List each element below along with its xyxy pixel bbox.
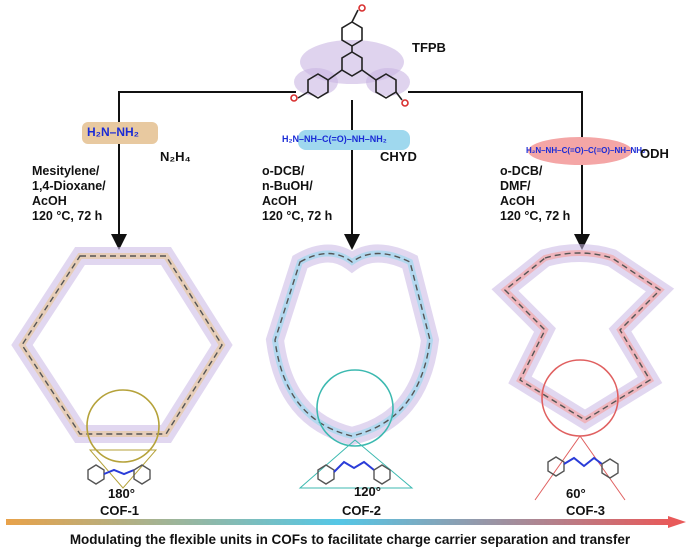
tfpb-molecule xyxy=(290,4,410,107)
cof1-label: COF-1 xyxy=(100,503,139,518)
cof2-angle: 120° xyxy=(354,484,381,499)
cof3-linker-sketch xyxy=(547,456,619,479)
chyd-label: CHYD xyxy=(380,149,417,164)
cof3-framework xyxy=(491,244,675,501)
linker-highlight-n2h4 xyxy=(82,122,158,144)
cof1-framework xyxy=(11,247,233,489)
cof2-framework xyxy=(265,244,440,489)
linker-highlight-chyd xyxy=(298,130,410,150)
chyd-formula: H₂N–NH–C(=O)–NH–NH₂ xyxy=(282,134,387,144)
cof2-linker-sketch xyxy=(317,460,391,485)
figure-caption: Modulating the flexible units in COFs to… xyxy=(69,532,631,547)
reaction-arrows xyxy=(111,91,590,250)
odh-formula: H₂N–NH–C(=O)–C(=O)–NH–NH₂ xyxy=(526,146,646,155)
cof3-conditions: o-DCB/ DMF/ AcOH 120 °C, 72 h xyxy=(500,164,571,223)
cof3-label: COF-3 xyxy=(566,503,605,518)
cof2-conditions: o-DCB/ n-BuOH/ AcOH 120 °C, 72 h xyxy=(262,164,333,223)
cof1-angle: 180° xyxy=(108,486,135,501)
odh-label: ODH xyxy=(640,146,669,161)
cof1-conditions: Mesitylene/ 1,4-Dioxane/ AcOH 120 °C, 72… xyxy=(32,164,106,223)
tfpb-label: TFPB xyxy=(412,40,446,55)
cof1-linker-sketch xyxy=(87,464,151,485)
n2h4-formula: H₂N–NH₂ xyxy=(87,125,140,139)
linker-highlight-odh xyxy=(528,137,632,165)
cof2-label: COF-2 xyxy=(342,503,381,518)
n2h4-label: N₂H₄ xyxy=(160,149,191,164)
cof3-angle: 60° xyxy=(566,486,586,501)
gradient-arrow xyxy=(6,516,686,528)
